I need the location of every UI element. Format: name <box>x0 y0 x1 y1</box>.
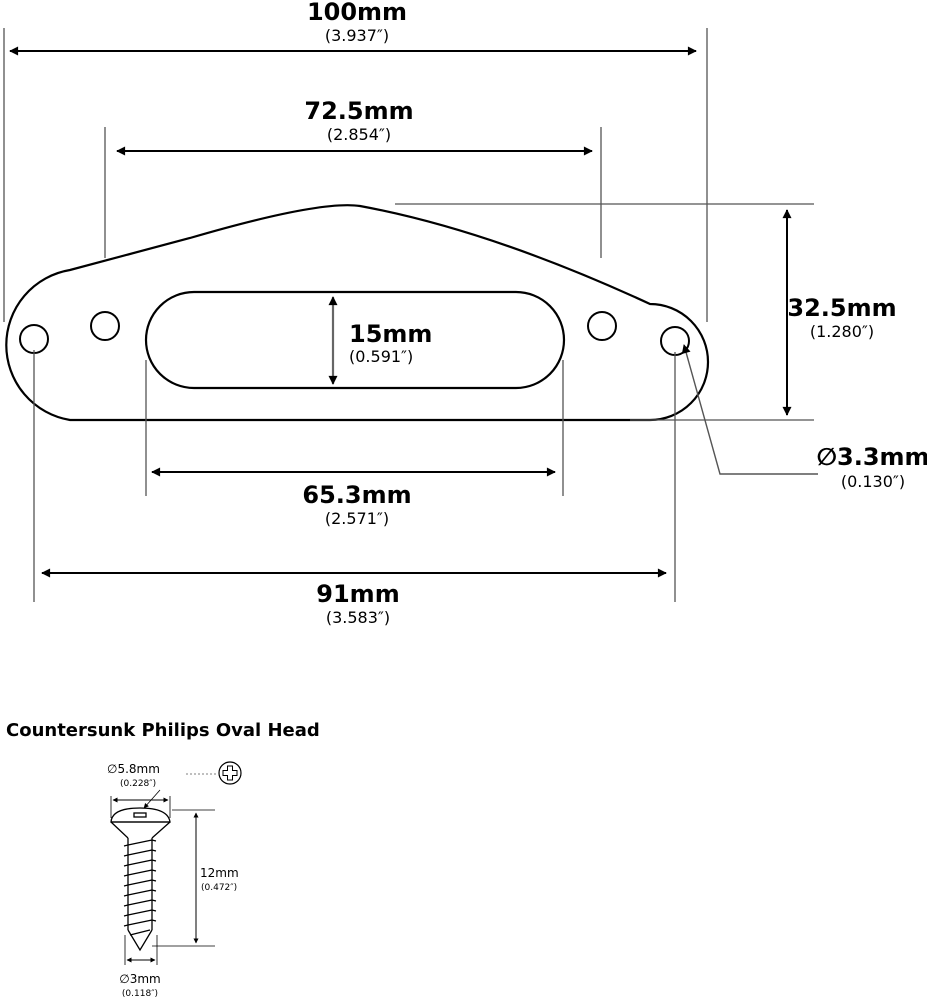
extension-lines <box>3 28 814 602</box>
mount-spacing-in: (2.854″) <box>327 125 391 144</box>
slot-length-in: (2.571″) <box>325 509 389 528</box>
screw-length-in: (0.472″) <box>201 883 237 893</box>
end-spacing-in: (3.583″) <box>326 608 390 627</box>
dimension-arrows <box>9 46 792 578</box>
slot-width-mm: 15mm <box>349 320 432 348</box>
hole-diameter-mm: ∅3.3mm <box>816 443 927 471</box>
slot-width-in: (0.591″) <box>349 347 413 366</box>
end-spacing-mm: 91mm <box>316 580 399 608</box>
screw-title: Countersunk Philips Oval Head <box>6 720 320 741</box>
phillips-head-icon <box>218 761 242 785</box>
height-in: (1.280″) <box>810 322 874 341</box>
height-mm: 32.5mm <box>787 294 896 322</box>
overall-length-in: (3.937″) <box>325 26 389 45</box>
hole-diameter-leader <box>681 344 818 475</box>
screw-shank-diameter-mm: ∅3mm <box>119 972 160 986</box>
end-hole-left <box>19 324 49 354</box>
pickup-slot <box>144 290 566 390</box>
mount-hole-right <box>587 311 617 341</box>
slot-length-mm: 65.3mm <box>302 481 411 509</box>
screw-head-diameter-mm: ∅5.8mm <box>107 762 160 776</box>
hole-diameter-in: (0.130″) <box>841 472 905 491</box>
head-leader <box>143 789 161 809</box>
plate-outline <box>5 204 710 422</box>
screw-head-diameter-in: (0.228″) <box>120 779 156 789</box>
screw-length-mm: 12mm <box>200 866 239 880</box>
mount-spacing-mm: 72.5mm <box>304 97 413 125</box>
screw-drawing <box>110 807 171 952</box>
overall-length-mm: 100mm <box>307 0 407 26</box>
screw-shank-diameter-in: (0.118″) <box>122 989 158 999</box>
mount-hole-left <box>90 311 120 341</box>
end-hole-right <box>660 326 690 356</box>
